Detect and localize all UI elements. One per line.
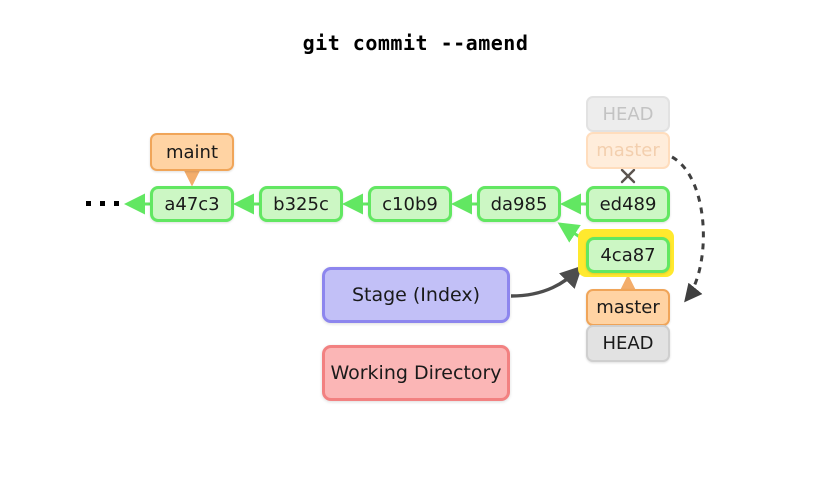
detach-x-mark [620,168,636,184]
commit-node-ed489[interactable]: ed489 [586,186,670,222]
commit-label: 4ca87 [600,244,656,266]
commit-label: b325c [273,193,329,215]
commit-node-4ca87[interactable]: 4ca87 [586,237,670,273]
ghost-master-label: master [586,132,670,169]
branch-label-master[interactable]: master [586,289,670,326]
branch-move-dashed-arrow [671,155,705,303]
ellipsis-dot [100,201,105,206]
branch-label-maint-text: maint [165,141,219,163]
branch-label-maint[interactable]: maint [150,133,234,171]
commit-node-c10b9[interactable]: c10b9 [368,186,452,222]
commit-node-b325c[interactable]: b325c [259,186,343,222]
head-label-text: HEAD [602,333,654,354]
commit-label: a47c3 [164,193,220,215]
page-title: git commit --amend [302,31,529,55]
ghost-head-text: HEAD [602,103,654,125]
commit-label: ed489 [599,193,657,215]
commit-label: da985 [490,193,548,215]
commit-label: c10b9 [382,193,438,215]
commit-node-a47c3[interactable]: a47c3 [150,186,234,222]
ghost-master-text: master [596,140,660,161]
head-label[interactable]: HEAD [586,325,670,362]
ellipsis-dot [86,201,91,206]
ellipsis-dot [114,201,119,206]
working-directory-box[interactable]: Working Directory [322,345,510,401]
stage-to-commit-arrow [510,265,583,298]
commit-node-da985[interactable]: da985 [477,186,561,222]
stage-index-label: Stage (Index) [351,284,481,306]
working-directory-label: Working Directory [330,362,502,384]
stage-index-box[interactable]: Stage (Index) [322,267,510,323]
ghost-head-label: HEAD [586,96,670,132]
history-ellipsis [86,201,119,206]
branch-label-master-text: master [596,297,660,318]
